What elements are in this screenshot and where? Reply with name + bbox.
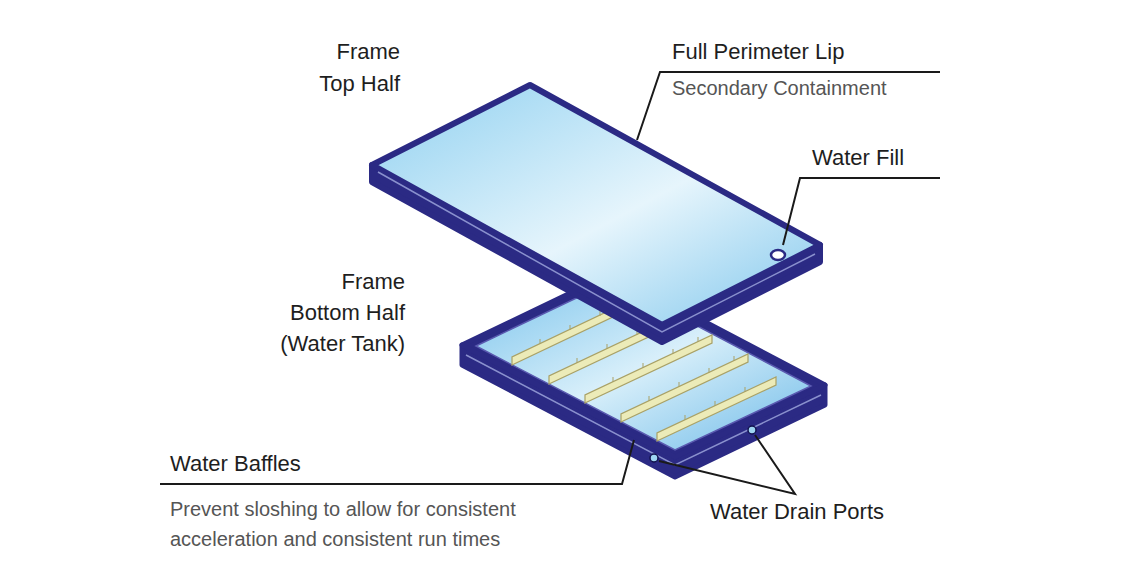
part-label: Water Baffles xyxy=(170,450,470,478)
leader-line xyxy=(783,178,940,245)
baffle xyxy=(657,377,776,441)
leader-line xyxy=(160,440,634,484)
part-label: Water Fill xyxy=(812,144,1012,172)
part-label: Frame Top Half xyxy=(296,36,400,100)
drain-port xyxy=(748,426,756,434)
drain-port xyxy=(650,454,658,462)
part-label: Full Perimeter Lip xyxy=(672,38,972,66)
water-fill-hole xyxy=(771,250,785,260)
note-text: Prevent sloshing to allow for consistent… xyxy=(170,494,610,554)
note-text: Secondary Containment xyxy=(672,75,972,101)
baffle xyxy=(621,354,748,422)
frame-top-half xyxy=(372,85,820,342)
part-label: Frame Bottom Half (Water Tank) xyxy=(271,266,405,359)
leader-lines xyxy=(160,72,940,494)
tank-edge-highlight xyxy=(466,355,821,465)
frame-top-face xyxy=(372,85,820,325)
part-label: Water Drain Ports xyxy=(710,498,1010,526)
leader-line xyxy=(659,435,795,494)
baffle xyxy=(585,335,712,403)
frame-edge-highlight xyxy=(378,172,815,332)
